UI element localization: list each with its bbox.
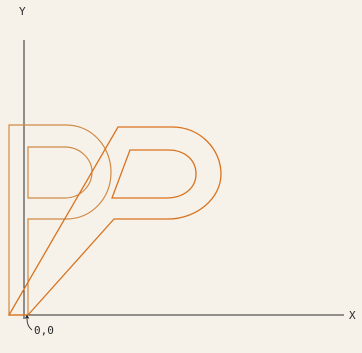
sheared-p-outer-outline (7, 126, 222, 316)
y-axis-label: Y (19, 5, 26, 18)
origin-marker (24, 314, 33, 331)
original-p-outer-outline (8, 124, 112, 316)
origin-pointer-arrow (26, 318, 33, 331)
original-p-bowl-counter (27, 146, 93, 199)
sheared-p-bowl-counter (111, 149, 197, 199)
origin-label: 0,0 (34, 324, 54, 337)
origin-arrowhead (24, 314, 30, 319)
sheared-letter-p (7, 126, 222, 316)
x-axis-label: X (349, 309, 356, 322)
